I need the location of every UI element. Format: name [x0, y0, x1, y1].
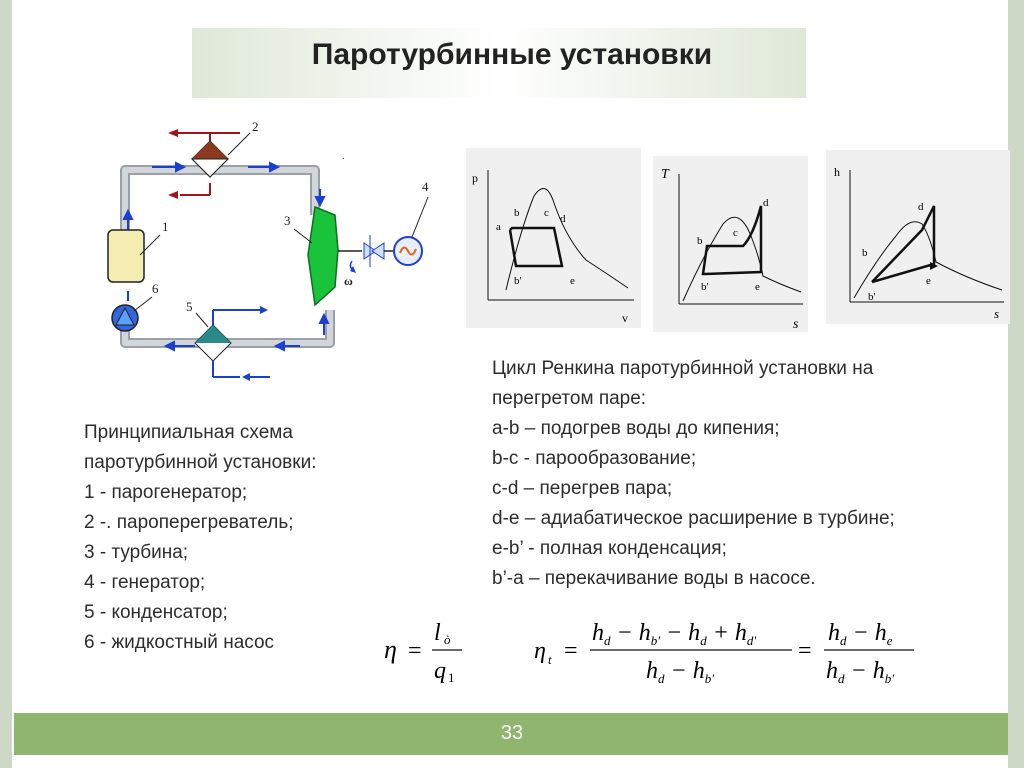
rankine-heading-1: Цикл Ренкина паротурбинной установки на [492, 358, 874, 379]
svg-text:hd − hb' − hd + hd': hd − hb' − hd + hd' [592, 620, 756, 648]
svg-text:.: . [342, 151, 345, 162]
footer-bar [14, 713, 1008, 755]
label-4: 4 [422, 179, 429, 194]
ts-point-b-prime: b' [701, 281, 709, 293]
f1-den: q [434, 658, 446, 684]
hs-point-d: d [918, 201, 924, 213]
slide-title: Паротурбинные установки [311, 38, 713, 71]
label-2: 2 [252, 119, 259, 134]
condenser-5 [194, 306, 270, 381]
turbine-3 [307, 205, 362, 307]
legend-item: 3 - турбина; [84, 542, 189, 563]
rankine-item: c-d – перегрев пара; [492, 478, 673, 499]
svg-text:hd − hb': hd − hb' [646, 658, 714, 686]
label-5: 5 [186, 299, 193, 314]
pv-x-axis: v [622, 311, 628, 325]
legend-item: 5 - конденсатор; [84, 602, 228, 623]
svg-text:hd − he: hd − he [828, 620, 893, 648]
f2-denominator: hd − hb' [646, 658, 714, 686]
label-1: 1 [162, 219, 169, 234]
coupling [349, 235, 385, 273]
legend-item: 6 - жидкостный насос [84, 632, 275, 653]
svg-text:=: = [564, 638, 578, 664]
pv-point-e: e [570, 275, 575, 287]
ts-point-d: d [763, 197, 769, 209]
pipe-loop [120, 165, 335, 348]
hs-point-b: b [862, 247, 868, 259]
scheme-legend: Принципиальная схема паротурбинной устан… [84, 418, 316, 658]
f2-lhs-sub: t [548, 652, 552, 667]
hs-y-axis: h [834, 165, 840, 179]
pump-6 [111, 304, 139, 332]
pv-point-d: d [560, 213, 566, 225]
f1-num-sub: ò [444, 632, 451, 647]
hs-point-e: e [926, 275, 931, 287]
f2-numerator: hd − hb' − hd + hd' [592, 620, 756, 648]
ts-diagram: T s b c d b' e [653, 156, 808, 332]
left-frame-bar [0, 0, 12, 768]
pv-point-b: b [514, 207, 520, 219]
thermal-efficiency-formula: η t = hd − hb' − hd + hd' hd − hb' = hd … [534, 620, 914, 686]
legend-heading-2: паротурбинной установки: [84, 452, 317, 473]
ts-x-axis: s [793, 317, 799, 332]
label-6: 6 [152, 281, 159, 296]
f2-numerator-2: hd − he [828, 620, 893, 648]
ts-y-axis: T [661, 167, 670, 182]
hs-diagram: h s b d b' e [826, 150, 1010, 324]
rankine-cycle-description: Цикл Ренкина паротурбинной установки на … [492, 354, 895, 594]
ts-point-e: e [755, 281, 760, 293]
generator-4 [384, 236, 423, 266]
ts-point-c: c [733, 227, 738, 239]
label-3: 3 [284, 213, 291, 228]
pv-diagram: p v a b c d b' e [466, 148, 641, 328]
superheater-2 [168, 129, 240, 199]
svg-text:=: = [798, 638, 812, 664]
f1-den-sub: 1 [448, 670, 455, 685]
omega-label: ω [344, 274, 353, 288]
rankine-item: a-b – подогрев воды до кипения; [492, 418, 780, 439]
plant-scheme: 2 1 6 5 3 ω [107, 119, 429, 381]
page-number: 33 [500, 722, 524, 744]
pv-point-b-prime: b' [514, 275, 522, 287]
rankine-item: d-e – адиабатическое расширение в турбин… [492, 508, 895, 529]
efficiency-formula: η = l ò q 1 [384, 620, 462, 685]
hs-point-b-prime: b' [868, 291, 876, 303]
legend-heading-1: Принципиальная схема [84, 422, 293, 443]
legend-item: 1 - парогенератор; [84, 482, 248, 503]
f2-denominator-2: hd − hb' [826, 658, 894, 686]
legend-item: 4 - генератор; [84, 572, 206, 593]
f1-num: l [434, 620, 441, 646]
steam-generator-1 [107, 229, 145, 283]
svg-text:=: = [408, 638, 422, 664]
title-band [192, 28, 806, 98]
right-frame-bar [1008, 0, 1024, 768]
pv-point-c: c [544, 207, 549, 219]
svg-text:hd − hb': hd − hb' [826, 658, 894, 686]
pv-point-a: a [496, 221, 501, 233]
rankine-item: b’-a – перекачивание воды в насосе. [492, 568, 816, 589]
f2-lhs: η [534, 638, 546, 664]
hs-x-axis: s [994, 306, 999, 321]
rankine-heading-2: перегретом паре: [492, 388, 647, 409]
rankine-item: b-c - парообразование; [492, 448, 697, 469]
f1-lhs: η [384, 635, 397, 664]
legend-item: 2 -. пароперегреватель; [84, 512, 294, 533]
ts-point-b: b [697, 235, 703, 247]
rankine-item: e-b’ - полная конденсация; [492, 538, 727, 559]
pv-y-axis: p [472, 171, 478, 185]
